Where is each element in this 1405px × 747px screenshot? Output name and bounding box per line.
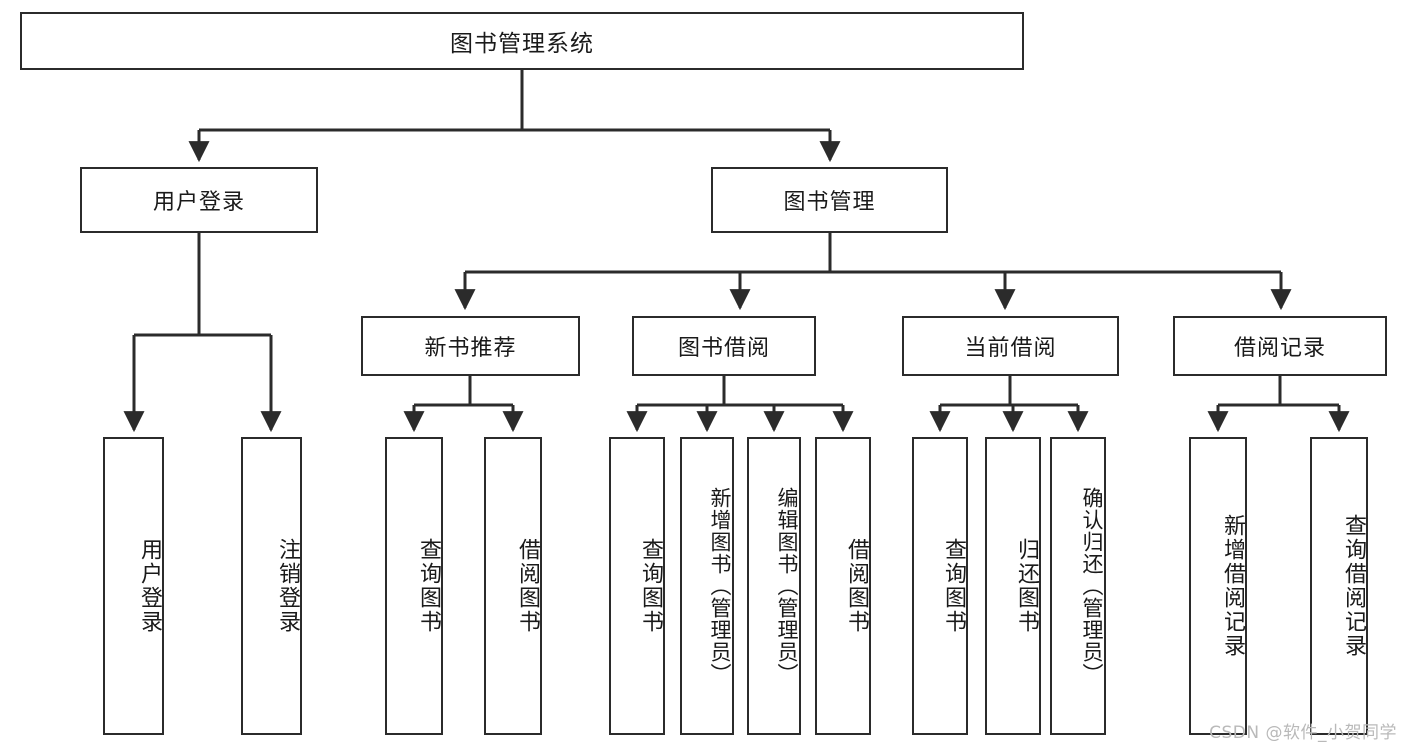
leaf-user-login[interactable]: 用户登录	[103, 437, 164, 735]
leaf-borrow-book-recommend[interactable]: 借阅图书	[484, 437, 542, 735]
leaf-add-borrow-record[interactable]: 新增借阅记录	[1189, 437, 1247, 735]
node-book-borrow[interactable]: 图书借阅	[632, 316, 816, 376]
leaf-edit-book-admin[interactable]: 编辑图书（管理员）	[747, 437, 801, 735]
leaf-query-borrow-record[interactable]: 查询借阅记录	[1310, 437, 1368, 735]
leaf-query-book-current[interactable]: 查询图书	[912, 437, 968, 735]
leaf-lend-book[interactable]: 借阅图书	[815, 437, 871, 735]
leaf-add-book-admin[interactable]: 新增图书（管理员）	[680, 437, 734, 735]
node-root-system[interactable]: 图书管理系统	[20, 12, 1024, 70]
node-borrow-records[interactable]: 借阅记录	[1173, 316, 1387, 376]
node-user-login[interactable]: 用户登录	[80, 167, 318, 233]
leaf-query-book-borrow[interactable]: 查询图书	[609, 437, 665, 735]
node-new-book-recommend[interactable]: 新书推荐	[361, 316, 580, 376]
node-current-borrow[interactable]: 当前借阅	[902, 316, 1119, 376]
watermark-credit: CSDN @软件_小贺同学	[1209, 723, 1397, 743]
leaf-return-book[interactable]: 归还图书	[985, 437, 1041, 735]
leaf-query-book-recommend[interactable]: 查询图书	[385, 437, 443, 735]
node-book-management[interactable]: 图书管理	[711, 167, 948, 233]
leaf-user-logout[interactable]: 注销登录	[241, 437, 302, 735]
leaf-confirm-return-admin[interactable]: 确认归还（管理员）	[1050, 437, 1106, 735]
